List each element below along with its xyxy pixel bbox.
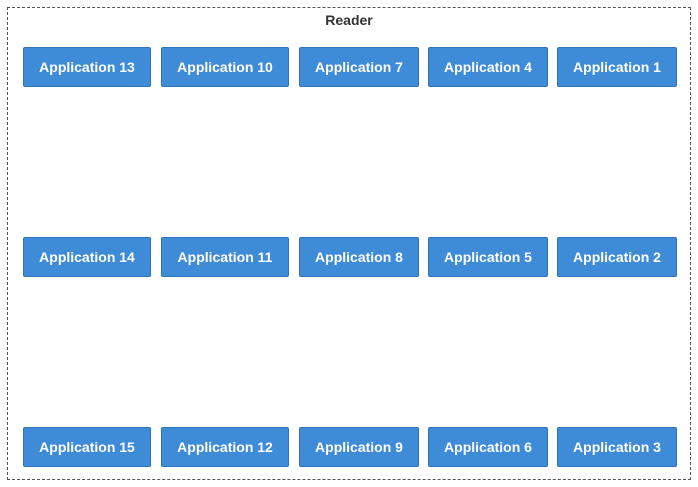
node-application-2[interactable]: Application 2 [557,237,677,277]
node-application-9[interactable]: Application 9 [299,427,419,467]
node-application-3[interactable]: Application 3 [557,427,677,467]
node-application-1[interactable]: Application 1 [557,47,677,87]
node-application-15[interactable]: Application 15 [23,427,151,467]
node-application-10[interactable]: Application 10 [161,47,289,87]
node-application-8[interactable]: Application 8 [299,237,419,277]
node-application-6[interactable]: Application 6 [428,427,548,467]
reader-group-title: Reader [325,12,373,28]
node-application-4[interactable]: Application 4 [428,47,548,87]
node-application-11[interactable]: Application 11 [161,237,289,277]
node-application-7[interactable]: Application 7 [299,47,419,87]
node-application-14[interactable]: Application 14 [23,237,151,277]
node-application-13[interactable]: Application 13 [23,47,151,87]
reader-group-frame [7,7,691,480]
node-application-5[interactable]: Application 5 [428,237,548,277]
node-application-12[interactable]: Application 12 [161,427,289,467]
